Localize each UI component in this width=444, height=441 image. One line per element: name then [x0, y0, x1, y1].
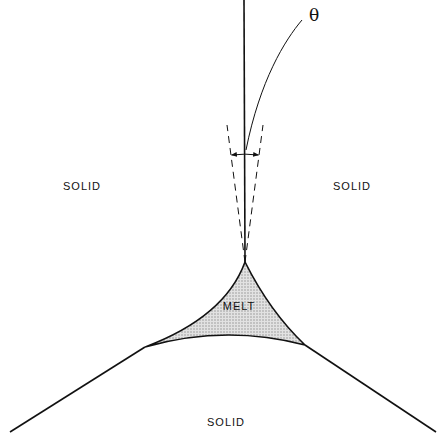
phase-label: SOLID	[333, 180, 371, 192]
phase-label: SOLID	[63, 180, 101, 192]
angle-symbol: θ	[309, 5, 319, 25]
melt-pocket: MELT	[145, 262, 307, 350]
phase-label: MELT	[223, 300, 256, 312]
phase-label: SOLID	[207, 416, 245, 428]
grain-boundary	[305, 345, 436, 432]
tangent-line	[227, 125, 245, 262]
grain-boundary	[244, 0, 245, 262]
angle-arc	[232, 154, 259, 156]
melt-shape	[145, 262, 305, 347]
leader-line	[246, 20, 302, 150]
grain-boundary	[10, 347, 145, 432]
tangent-line	[245, 125, 263, 262]
